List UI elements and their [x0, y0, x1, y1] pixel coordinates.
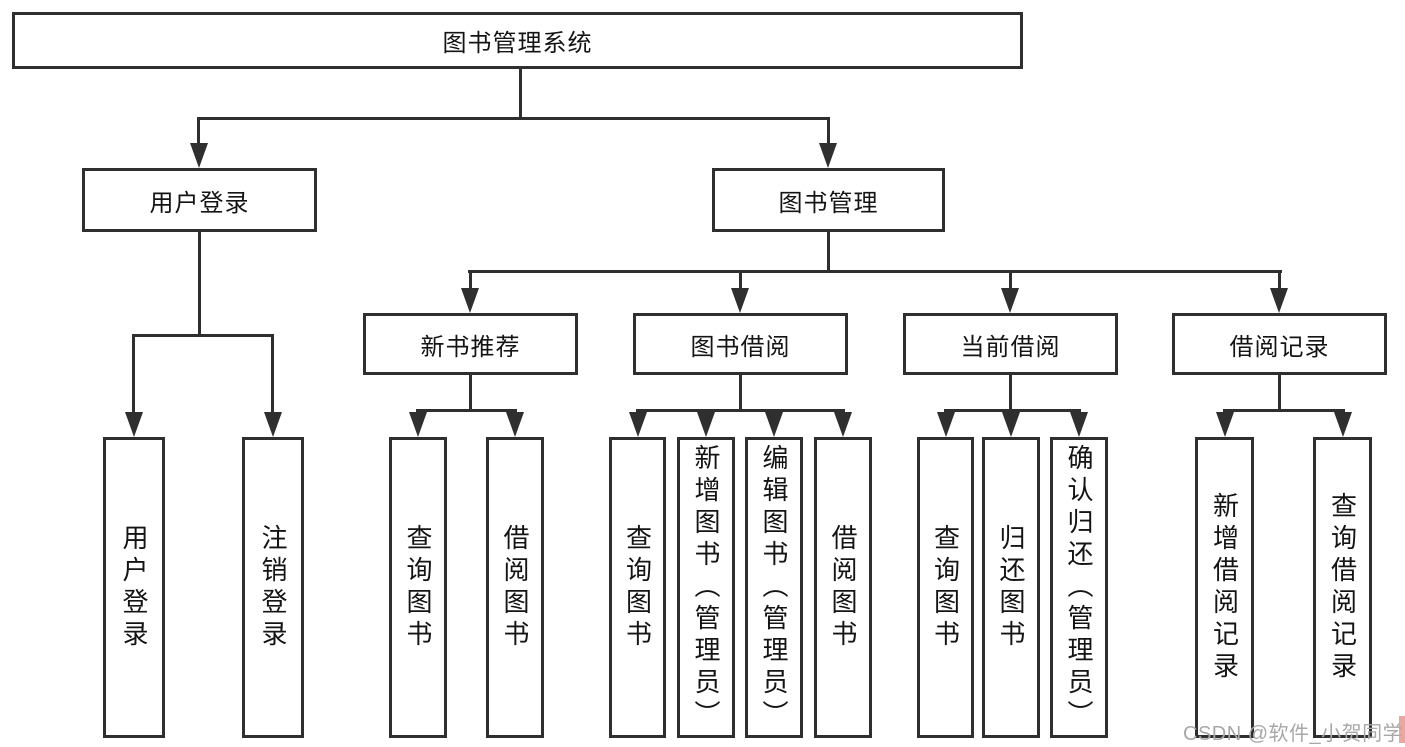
node-query-books-borrowing: 查询图书 — [609, 437, 666, 738]
arrow-down-icon — [1001, 288, 1019, 313]
node-label: 查询图书 — [403, 523, 433, 652]
connector-shaft — [739, 270, 742, 289]
arrow-down-icon — [1070, 412, 1088, 437]
node-label: 新增图书（管理员） — [691, 443, 721, 732]
connector-stem — [469, 373, 472, 412]
arrow-down-icon — [765, 412, 783, 437]
node-borrow-books-recommend: 借阅图书 — [486, 437, 544, 738]
connector-shaft — [1009, 270, 1012, 289]
node-label: 查询借阅记录 — [1327, 491, 1358, 684]
node-book-management: 图书管理 — [712, 168, 945, 232]
connector-root-stem — [519, 67, 522, 120]
node-new-book-recommendation: 新书推荐 — [363, 313, 578, 375]
node-add-books-admin: 新增图书（管理员） — [677, 437, 735, 738]
arrow-down-icon — [125, 412, 143, 437]
arrow-down-icon — [731, 288, 749, 313]
connector-branch — [417, 409, 517, 412]
node-label: 确认归还（管理员） — [1064, 443, 1094, 732]
connector-shaft — [132, 334, 135, 413]
node-query-books-recommend: 查询图书 — [389, 437, 447, 738]
arrow-down-icon — [819, 143, 837, 168]
node-label: 当前借阅 — [960, 333, 1061, 361]
node-label: 新书推荐 — [420, 333, 521, 361]
connector-shaft — [469, 270, 472, 289]
node-label: 归还图书 — [996, 523, 1026, 652]
arrow-down-icon — [834, 412, 852, 437]
node-label: 查询图书 — [930, 523, 961, 652]
connector-shaft — [271, 334, 274, 413]
node-user-login: 用户登录 — [82, 168, 317, 232]
node-label: 用户登录 — [149, 189, 250, 217]
connector-bookmgmt-branch — [468, 270, 1282, 273]
connector-shaft — [827, 117, 830, 144]
arrow-down-icon — [190, 143, 208, 168]
node-label: 借阅图书 — [500, 523, 530, 652]
node-user-login-leaf: 用户登录 — [103, 437, 165, 738]
node-borrowing-records: 借阅记录 — [1172, 313, 1387, 375]
connector-shaft — [197, 117, 200, 144]
connector-shaft — [1278, 270, 1281, 289]
node-library-system: 图书管理系统 — [12, 12, 1023, 69]
connector-bookmgmt-stem — [827, 230, 830, 273]
arrow-down-icon — [697, 412, 715, 437]
connector-branch — [636, 409, 845, 412]
arrow-down-icon — [629, 412, 647, 437]
connector-branch — [1223, 409, 1345, 412]
arrow-down-icon — [409, 412, 427, 437]
arrow-down-icon — [937, 412, 955, 437]
arrow-down-icon — [461, 288, 479, 313]
node-current-borrowing: 当前借阅 — [903, 313, 1118, 375]
arrow-down-icon — [264, 412, 282, 437]
node-label: 用户登录 — [119, 523, 149, 652]
node-return-books: 归还图书 — [982, 437, 1040, 738]
watermark-text: CSDN @软件_小贺同学 — [1183, 723, 1404, 745]
node-label: 编辑图书（管理员） — [759, 443, 789, 732]
node-label: 查询图书 — [622, 523, 653, 652]
node-query-borrow-record: 查询借阅记录 — [1313, 437, 1372, 738]
node-book-borrowing: 图书借阅 — [633, 313, 848, 375]
connector-stem — [739, 373, 742, 412]
node-label: 借阅记录 — [1229, 333, 1330, 361]
node-logout: 注销登录 — [242, 437, 304, 738]
node-label: 注销登录 — [258, 523, 288, 652]
connector-branch — [944, 409, 1081, 412]
connector-userlogin-stem — [198, 230, 201, 337]
node-add-borrow-record: 新增借阅记录 — [1195, 437, 1254, 738]
arrow-down-icon — [1334, 412, 1352, 437]
node-edit-books-admin: 编辑图书（管理员） — [745, 437, 803, 738]
connector-root-branch — [197, 117, 830, 120]
node-label: 图书管理系统 — [442, 30, 593, 57]
arrow-down-icon — [506, 412, 524, 437]
node-borrow-books-borrowing: 借阅图书 — [814, 437, 872, 738]
connector-stem — [1009, 373, 1012, 412]
node-label: 图书管理 — [778, 189, 879, 217]
watermark-accent — [1399, 716, 1405, 743]
node-confirm-return-admin: 确认归还（管理员） — [1050, 437, 1108, 738]
arrow-down-icon — [1270, 288, 1288, 313]
node-label: 借阅图书 — [828, 523, 858, 652]
node-label: 新增借阅记录 — [1209, 491, 1240, 684]
arrow-down-icon — [1216, 412, 1234, 437]
arrow-down-icon — [1002, 412, 1020, 437]
connector-stem — [1278, 373, 1281, 412]
node-query-books-current: 查询图书 — [917, 437, 974, 738]
node-label: 图书借阅 — [690, 333, 791, 361]
connector-userlogin-branch — [132, 334, 274, 337]
